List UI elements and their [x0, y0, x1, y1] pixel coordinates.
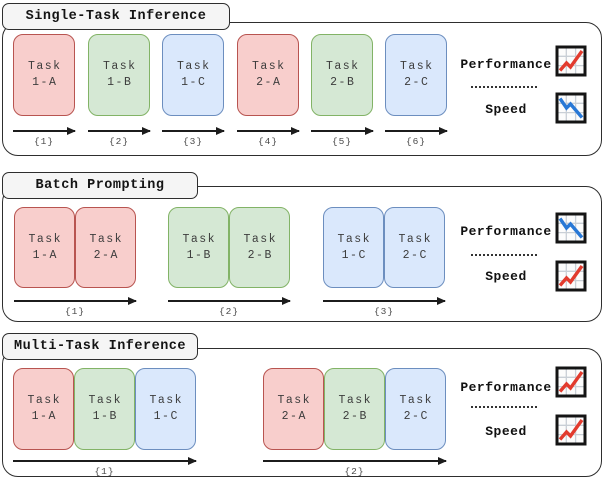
- task-line1: Task: [243, 232, 278, 246]
- task-line1: Task: [88, 394, 123, 407]
- step-arrow-icon: [13, 460, 196, 462]
- task-box: Task 1-B: [74, 368, 135, 450]
- task-box: Task 1-B: [168, 207, 229, 288]
- task-line2: 2-C: [403, 410, 429, 423]
- task-line1: Task: [251, 60, 286, 73]
- task-box: Task 2-C: [385, 368, 446, 450]
- task-line2: 1-B: [186, 248, 212, 262]
- task-box: Task 1-A: [13, 368, 74, 450]
- task-box: Task 2-A: [237, 34, 299, 116]
- speed-trend-icon: [555, 414, 587, 446]
- step-label: {5}: [331, 136, 353, 147]
- performance-label: Performance: [460, 57, 552, 72]
- task-line2: 1-A: [32, 76, 58, 89]
- task-box: Task 2-B: [324, 368, 385, 450]
- step-label: {1}: [94, 466, 115, 477]
- step-label: {2}: [344, 466, 365, 477]
- step-arrow-icon: [385, 130, 447, 132]
- step-label: {2}: [218, 306, 240, 317]
- task-line2: 1-B: [92, 410, 118, 423]
- task-box: Task 1-A: [14, 207, 75, 288]
- step-label: {1}: [64, 306, 86, 317]
- task-line2: 2-C: [404, 76, 430, 89]
- task-line1: Task: [277, 394, 312, 407]
- task-line1: Task: [337, 232, 372, 246]
- step-arrow-icon: [13, 130, 75, 132]
- task-box: Task 1-C: [162, 34, 224, 116]
- task-box: Task 2-A: [263, 368, 324, 450]
- speed-label: Speed: [485, 269, 527, 284]
- task-box: Task 2-C: [385, 34, 447, 116]
- step-label: {3}: [373, 306, 395, 317]
- step-label: {1}: [33, 136, 55, 147]
- step-arrow-icon: [323, 300, 445, 302]
- task-line2: 1-C: [341, 248, 367, 262]
- step-arrow-icon: [88, 130, 150, 132]
- performance-label: Performance: [460, 224, 552, 239]
- task-line1: Task: [338, 394, 373, 407]
- task-line2: 2-B: [247, 248, 273, 262]
- task-line2: 2-A: [93, 248, 119, 262]
- task-line1: Task: [27, 60, 62, 73]
- step-label: {4}: [257, 136, 279, 147]
- step-arrow-icon: [237, 130, 299, 132]
- task-line2: 1-A: [32, 248, 58, 262]
- task-line2: 2-A: [281, 410, 307, 423]
- performance-trend-icon: [555, 212, 587, 244]
- speed-trend-icon: [555, 92, 587, 124]
- task-line1: Task: [102, 60, 137, 73]
- task-box: Task 2-C: [384, 207, 445, 288]
- task-line1: Task: [27, 394, 62, 407]
- speed-label: Speed: [485, 424, 527, 439]
- step-label: {6}: [405, 136, 427, 147]
- task-line1: Task: [398, 232, 433, 246]
- panel-title-label: Batch Prompting: [35, 178, 165, 193]
- task-box: Task 1-C: [135, 368, 196, 450]
- panel-title-label: Single-Task Inference: [25, 9, 207, 24]
- task-box: Task 1-B: [88, 34, 150, 116]
- task-box: Task 1-A: [13, 34, 75, 116]
- task-line1: Task: [28, 232, 63, 246]
- panel-title-multi-task: Multi-Task Inference: [2, 333, 198, 360]
- metric-divider: [471, 86, 537, 88]
- task-line1: Task: [399, 394, 434, 407]
- task-line2: 2-B: [330, 76, 356, 89]
- step-arrow-icon: [311, 130, 373, 132]
- step-arrow-icon: [168, 300, 290, 302]
- panel-title-single-task: Single-Task Inference: [2, 3, 230, 30]
- task-box: Task 2-B: [229, 207, 290, 288]
- metric-divider: [471, 406, 537, 408]
- task-line2: 2-C: [402, 248, 428, 262]
- task-box: Task 2-A: [75, 207, 136, 288]
- speed-trend-icon: [555, 260, 587, 292]
- speed-label: Speed: [485, 102, 527, 117]
- metric-divider: [471, 254, 537, 256]
- task-line1: Task: [149, 394, 184, 407]
- task-line1: Task: [176, 60, 211, 73]
- task-line2: 1-C: [181, 76, 207, 89]
- task-line1: Task: [325, 60, 360, 73]
- panel-title-label: Multi-Task Inference: [13, 339, 187, 354]
- task-line1: Task: [89, 232, 124, 246]
- task-box: Task 1-C: [323, 207, 384, 288]
- task-box: Task 2-B: [311, 34, 373, 116]
- step-label: {2}: [108, 136, 130, 147]
- step-arrow-icon: [162, 130, 224, 132]
- task-line1: Task: [399, 60, 434, 73]
- task-line2: 2-B: [342, 410, 368, 423]
- performance-trend-icon: [555, 45, 587, 77]
- task-line2: 1-C: [153, 410, 179, 423]
- performance-label: Performance: [460, 380, 552, 395]
- task-line2: 1-B: [107, 76, 133, 89]
- step-label: {3}: [182, 136, 204, 147]
- step-arrow-icon: [14, 300, 136, 302]
- performance-trend-icon: [555, 366, 587, 398]
- task-line2: 2-A: [256, 76, 282, 89]
- panel-title-batch-prompting: Batch Prompting: [2, 172, 198, 199]
- task-line2: 1-A: [31, 410, 57, 423]
- step-arrow-icon: [263, 460, 446, 462]
- task-line1: Task: [182, 232, 217, 246]
